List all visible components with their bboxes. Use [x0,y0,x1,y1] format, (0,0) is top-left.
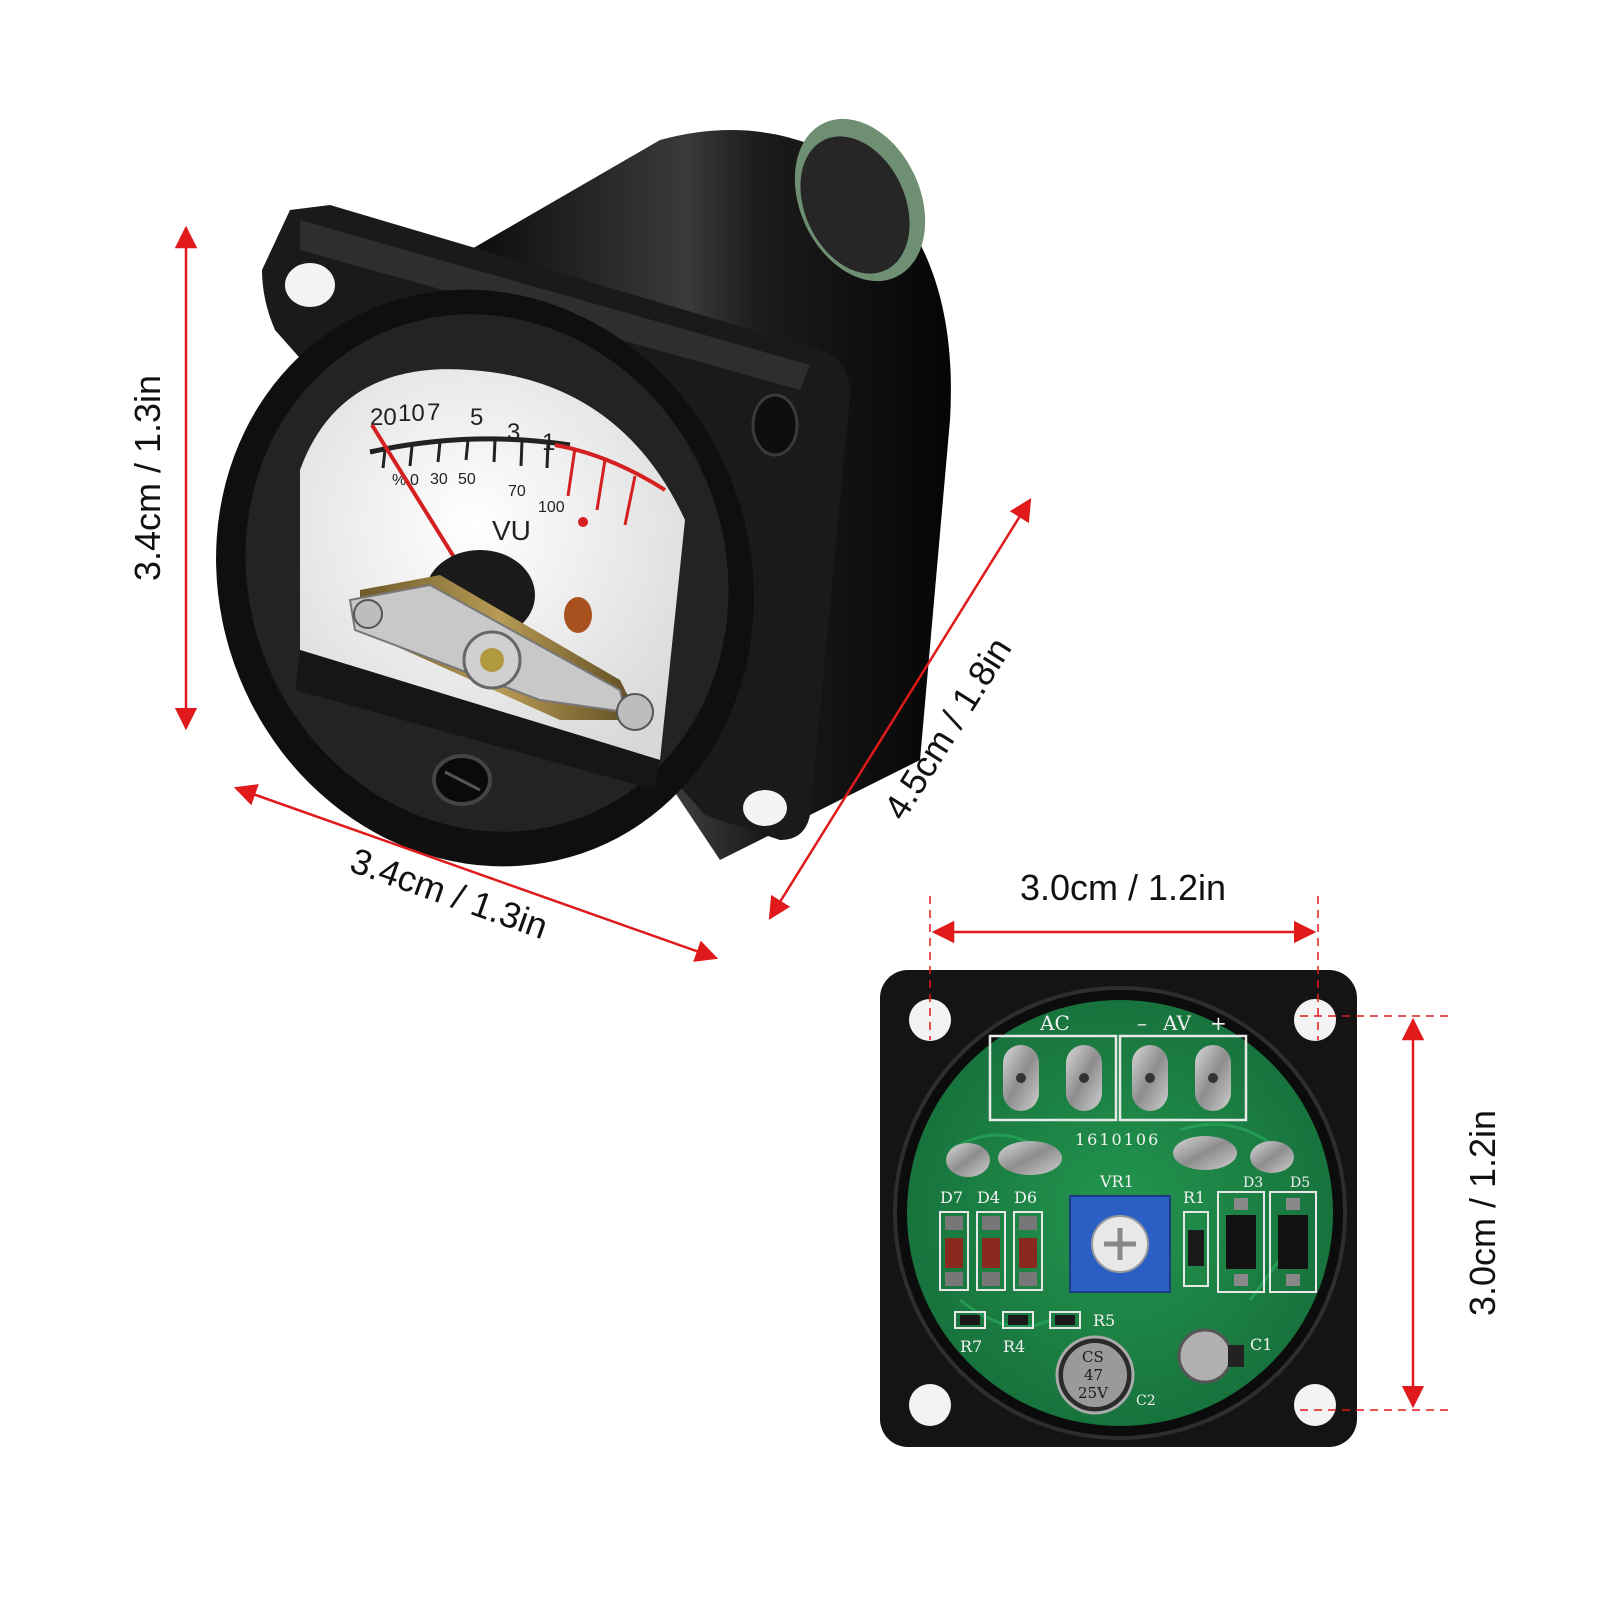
movement-screw-right [616,693,654,731]
small-capacitor [1177,1328,1244,1384]
coil [564,597,592,633]
flange-hole-bottom-right [743,790,787,826]
cap-marking-cs: CS [1082,1348,1104,1366]
label-d4: D4 [977,1188,1000,1207]
meter-movement [348,550,654,731]
label-r5: R5 [1093,1311,1115,1330]
label-ac: AC [1039,1011,1070,1035]
label-av-minus: – [1137,1011,1147,1035]
bridge-diodes [1217,1191,1317,1293]
resistor-r1 [1183,1211,1209,1287]
board-height-label: 3.0cm / 1.2in [1462,1110,1503,1316]
meter-width-line [233,784,719,962]
board-code: 1610106 [1075,1130,1160,1149]
scale-bottom-50: 50 [458,471,476,488]
board-hole-top-left [909,999,951,1041]
scale-arc-red [554,443,667,492]
bezel-lower-shelf [295,650,660,790]
label-r4: R4 [1003,1337,1025,1356]
label-c2: C2 [1136,1393,1156,1409]
circuit-board: AC – AV + 1610106 D7 D4 D6 VR1 [880,970,1357,1447]
board-width-label: 3.0cm / 1.2in [1020,867,1226,908]
board-dimensions: 3.0cm / 1.2in 3.0cm / 1.2in [929,867,1503,1411]
scale-top-3: 3 [507,419,520,446]
label-d7: D7 [940,1188,963,1207]
meter-height-label: 3.4cm / 1.3in [127,375,168,581]
label-vr1: VR1 [1099,1172,1134,1191]
diode-array [939,1211,1043,1291]
scale-top-10: 10 [398,400,425,427]
scale-bottom-0: 0 [410,472,419,489]
label-d5: D5 [1290,1175,1310,1191]
label-r1: R1 [1183,1188,1205,1207]
trimmer-pot [1069,1195,1171,1293]
board-hole-bottom-right [1294,1384,1336,1426]
vu-meter: 20 10 7 5 3 1 % 0 30 50 70 100 VU [216,118,951,867]
scale-bottom-30: 30 [430,471,448,488]
label-av-plus: + [1210,1011,1227,1035]
peak-dot [578,517,588,527]
label-r7: R7 [960,1337,982,1356]
scale-arc [369,436,571,455]
meter-needle [370,423,464,572]
flange-screw-right [751,393,799,457]
cap-marking-47: 47 [1084,1366,1103,1384]
label-av: AV [1162,1011,1191,1035]
scale-ticks [381,439,550,469]
ac-terminal-box [988,1034,1118,1122]
label-c1: C1 [1250,1335,1272,1354]
scale-top-7: 7 [427,399,440,426]
electrolytic-capacitor: CS 47 25V [1055,1335,1135,1415]
flange-hole-top-left [285,263,335,307]
movement-screw-left [353,599,383,629]
vu-label: VU [492,515,531,546]
label-d3: D3 [1243,1175,1263,1191]
board-hole-top-right [1294,999,1336,1041]
cap-marking-25v: 25V [1078,1384,1109,1402]
meter-depth-line [768,498,1032,920]
scale-bottom-100: 100 [538,499,565,516]
board-hole-bottom-left [909,1384,951,1426]
scale-top-5: 5 [470,404,483,431]
scale-top-1: 1 [542,429,555,456]
av-terminal-box [1118,1034,1248,1122]
label-d6: D6 [1014,1188,1037,1207]
scale-bottom-70: 70 [508,483,526,500]
